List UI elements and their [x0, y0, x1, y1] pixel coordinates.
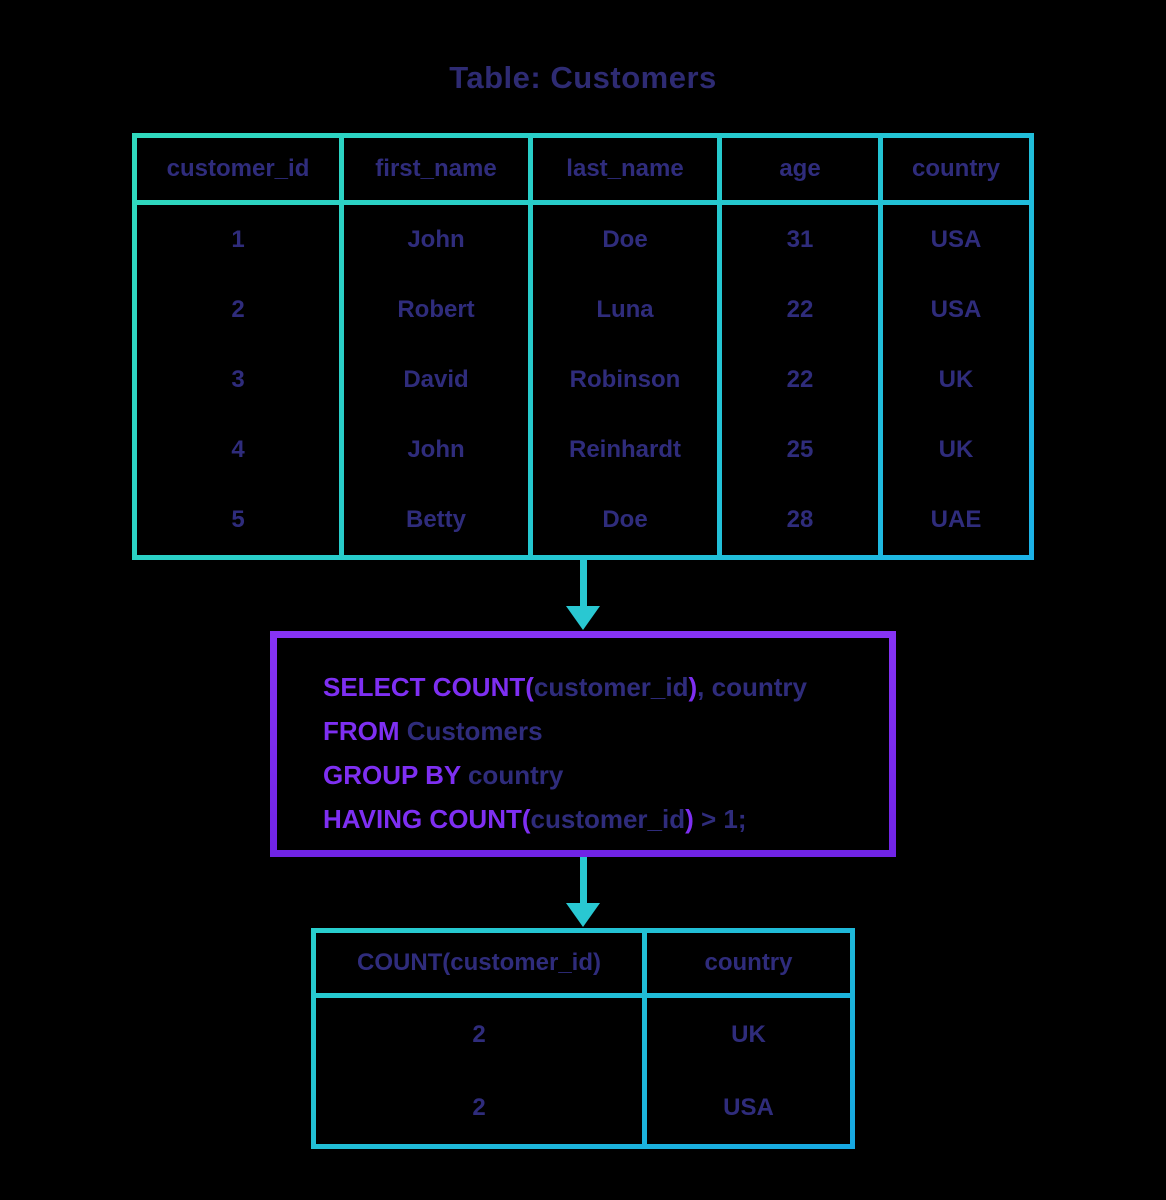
sql-identifier: customer_id	[533, 672, 689, 702]
sql-keyword: )	[688, 672, 698, 702]
sql-identifier: country	[460, 760, 564, 790]
sql-query-box: SELECT COUNT(customer_id), country FROM …	[270, 631, 896, 857]
column-header-customer-id: customer_id	[137, 138, 339, 200]
cell-last-name: Doe	[602, 506, 648, 533]
customers-column-age: 31 22 22 25 28	[722, 205, 878, 555]
cell-first-name: Robert	[397, 296, 475, 323]
result-cell-count: 2	[472, 1020, 486, 1048]
column-header-last-name: last_name	[533, 138, 717, 200]
cell-last-name: Reinhardt	[568, 436, 681, 463]
column-header-country: country	[883, 138, 1029, 200]
sql-identifier: customer_id	[530, 804, 686, 834]
sql-identifier: > 1;	[693, 804, 747, 834]
result-cell-count: 2	[472, 1093, 486, 1121]
cell-age: 22	[786, 296, 814, 323]
cell-age: 22	[786, 366, 814, 393]
cell-age: 28	[786, 506, 814, 533]
arrow-head	[566, 903, 600, 927]
customers-column-last-name: Doe Luna Robinson Reinhardt Doe	[533, 205, 717, 555]
sql-keyword: )	[685, 804, 694, 834]
result-header-country: country	[647, 933, 850, 993]
cell-country: USA	[930, 226, 982, 253]
cell-last-name: Luna	[596, 296, 654, 323]
cell-country: UK	[938, 366, 974, 393]
cell-first-name: John	[407, 436, 465, 463]
result-column-count: 2 2	[316, 998, 642, 1144]
sql-line-select: SELECT COUNT(customer_id), country	[323, 665, 873, 709]
arrow-table-to-query-icon	[566, 560, 600, 630]
cell-customer-id: 2	[231, 296, 245, 323]
arrow-head	[566, 606, 600, 630]
sql-identifier: , country	[697, 672, 807, 702]
cell-first-name: David	[403, 366, 469, 393]
sql-line-from: FROM Customers	[323, 709, 873, 753]
cell-country: UAE	[930, 506, 982, 533]
customers-table: customer_id first_name last_name age cou…	[132, 133, 1034, 560]
cell-last-name: Robinson	[569, 366, 681, 393]
arrow-shaft	[579, 857, 587, 903]
result-column-country: UK USA	[647, 998, 850, 1144]
cell-age: 25	[786, 436, 814, 463]
sql-identifier: Customers	[399, 716, 543, 746]
arrow-shaft	[579, 560, 587, 606]
cell-customer-id: 4	[231, 436, 245, 463]
column-header-age: age	[722, 138, 878, 200]
sql-keyword: SELECT COUNT(	[323, 672, 534, 702]
cell-first-name: John	[407, 226, 465, 253]
cell-customer-id: 3	[231, 366, 245, 393]
customers-column-country: USA USA UK UK UAE	[883, 205, 1029, 555]
cell-country: USA	[930, 296, 982, 323]
cell-first-name: Betty	[405, 506, 466, 533]
cell-last-name: Doe	[602, 226, 648, 253]
result-cell-country: UK	[731, 1020, 766, 1048]
cell-country: UK	[938, 436, 974, 463]
sql-keyword: FROM	[323, 716, 400, 746]
cell-age: 31	[786, 226, 814, 253]
customers-column-first-name: John Robert David John Betty	[344, 205, 528, 555]
customers-column-customer-id: 1 2 3 4 5	[137, 205, 339, 555]
column-header-first-name: first_name	[344, 138, 528, 200]
sql-keyword: HAVING COUNT(	[323, 804, 531, 834]
diagram-title: Table: Customers	[449, 60, 717, 95]
result-cell-country: USA	[723, 1093, 774, 1121]
result-header-count: COUNT(customer_id)	[316, 933, 642, 993]
cell-customer-id: 1	[231, 226, 245, 253]
sql-line-group-by: GROUP BY country	[323, 753, 873, 797]
sql-keyword: GROUP BY	[323, 760, 461, 790]
cell-customer-id: 5	[231, 506, 245, 533]
arrow-query-to-result-icon	[566, 857, 600, 927]
result-table: COUNT(customer_id) country 2 2 UK USA	[311, 928, 855, 1149]
sql-line-having: HAVING COUNT(customer_id) > 1;	[323, 797, 873, 841]
